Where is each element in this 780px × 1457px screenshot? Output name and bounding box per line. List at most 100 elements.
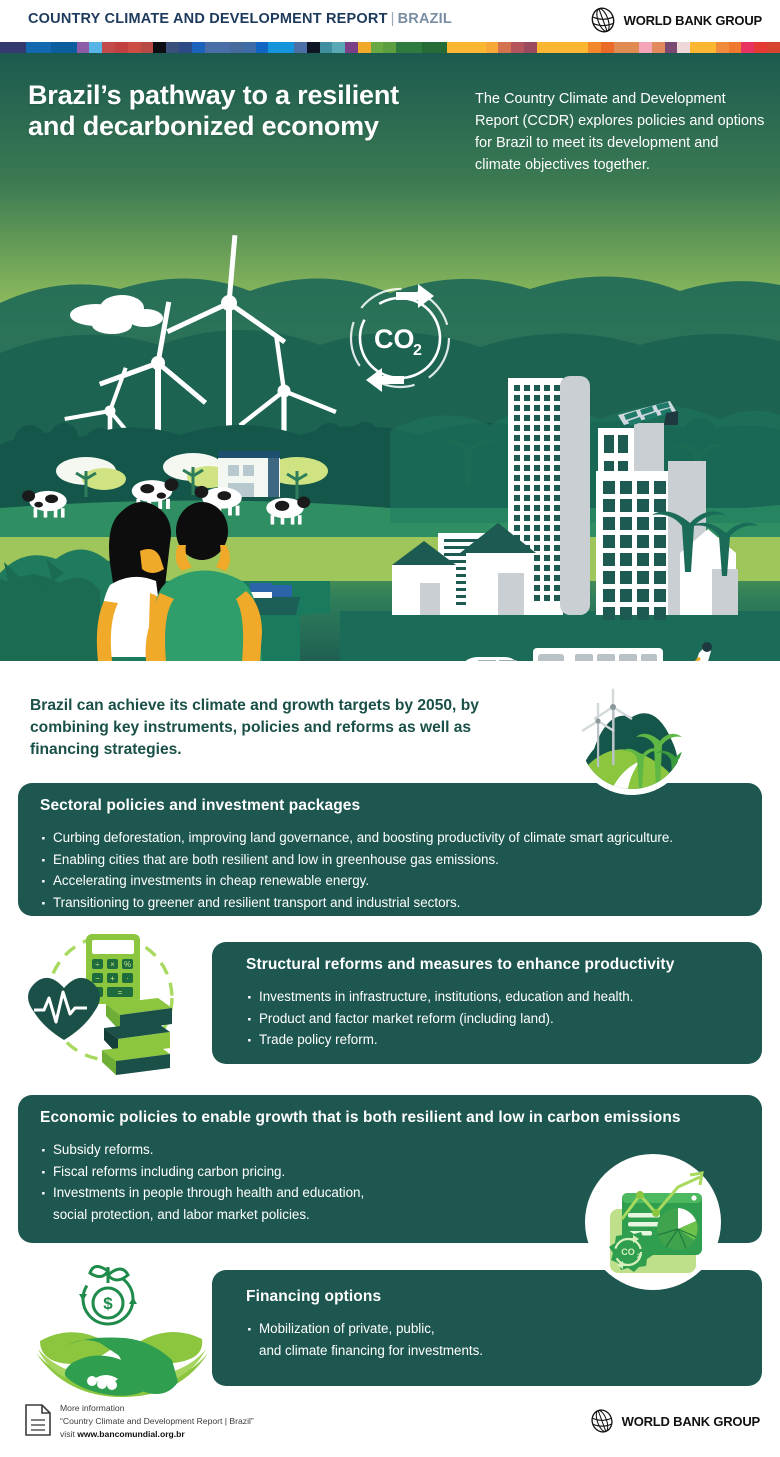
color-swatch	[562, 42, 576, 53]
page-header: COUNTRY CLIMATE AND DEVELOPMENT REPORT|B…	[0, 0, 780, 40]
footer-url[interactable]: www.bancomundial.org.br	[77, 1428, 185, 1439]
footer-line3: visit www.bancomundial.org.br	[60, 1428, 254, 1441]
card1-bullets: Curbing deforestation, improving land go…	[40, 825, 740, 917]
globe-icon	[591, 7, 615, 33]
city-illustration	[340, 376, 780, 661]
color-swatch	[715, 42, 729, 53]
list-item: Transitioning to greener and resilient t…	[40, 890, 740, 917]
card2-bullets: Investments in infrastructure, instituti…	[246, 984, 740, 1055]
color-swatch	[38, 42, 52, 53]
footer-text: More information “Country Climate and De…	[60, 1402, 254, 1441]
globe-icon	[591, 1409, 613, 1433]
color-swatch	[191, 42, 205, 53]
page-footer: More information “Country Climate and De…	[0, 1389, 780, 1457]
header-report-label: COUNTRY CLIMATE AND DEVELOPMENT REPORT	[28, 11, 388, 27]
color-swatch	[613, 42, 627, 53]
lead-statement: Brazil can achieve its climate and growt…	[30, 697, 479, 759]
color-swatch	[472, 42, 486, 53]
solar-panel-icon	[618, 401, 678, 426]
content-body: Brazil can achieve its climate and growt…	[0, 661, 780, 1457]
color-swatch	[127, 42, 141, 53]
color-swatch	[281, 42, 294, 53]
color-swatch	[498, 42, 512, 53]
list-item: Accelerating investments in cheap renewa…	[40, 868, 740, 895]
list-item: Fiscal reforms including carbon pricing.	[40, 1159, 740, 1186]
co2-cycle-icon: CO 2	[349, 284, 451, 392]
color-swatch	[651, 42, 665, 53]
list-item: Product and factor market reform (includ…	[246, 1006, 740, 1033]
list-item: Enabling cities that are both resilient …	[40, 847, 740, 874]
world-bank-logo-text: WORLD BANK GROUP	[623, 12, 763, 28]
header-separator: |	[390, 11, 395, 27]
color-swatch	[25, 42, 39, 53]
color-swatch	[639, 42, 652, 53]
color-swatch	[447, 42, 461, 53]
car-icon	[465, 657, 517, 661]
color-swatch	[306, 42, 320, 53]
list-item: Trade policy reform.	[246, 1027, 740, 1054]
color-swatch	[293, 42, 307, 53]
svg-text:$: $	[103, 1294, 113, 1313]
card4-title: Financing options	[246, 1288, 382, 1305]
color-swatch	[485, 42, 499, 53]
color-swatch	[766, 42, 780, 53]
couple-illustration	[0, 501, 262, 661]
color-swatch	[230, 42, 243, 53]
hero-scene-svg: CO 2	[0, 53, 780, 661]
svg-text:·: ·	[126, 974, 129, 983]
list-item: Investments in infrastructure, instituti…	[246, 984, 740, 1011]
color-swatch	[357, 42, 371, 53]
color-swatch	[690, 42, 703, 53]
card-structural-reforms: Structural reforms and measures to enhan…	[212, 942, 762, 1064]
card3-bullets: Subsidy reforms. Fiscal reforms includin…	[40, 1137, 740, 1226]
footer-logo-text: WORLD BANK GROUP	[621, 1413, 761, 1429]
chart-dashboard-co2-icon: CO 2	[578, 1147, 728, 1302]
color-swatch	[370, 42, 384, 53]
card4-bullets: Mobilization of private, public, and cli…	[246, 1316, 740, 1361]
list-item: Investments in people through health and…	[40, 1180, 740, 1225]
color-swatch	[76, 42, 90, 53]
color-swatch	[434, 42, 448, 53]
svg-text:CO: CO	[374, 324, 415, 354]
color-swatch	[178, 42, 192, 53]
svg-text:2: 2	[637, 1254, 641, 1260]
color-swatch	[702, 42, 716, 53]
card1-title: Sectoral policies and investment package…	[40, 797, 361, 814]
footer-world-bank-logo: WORLD BANK GROUP	[589, 1408, 760, 1434]
footer-visit-prefix: visit	[60, 1428, 78, 1439]
house-icon	[460, 523, 536, 615]
color-swatch	[115, 42, 128, 53]
svg-text:CO: CO	[621, 1247, 635, 1257]
color-swatch	[102, 42, 116, 53]
color-swatch	[741, 42, 755, 53]
world-bank-logo: WORLD BANK GROUP	[589, 6, 762, 34]
card2-title: Structural reforms and measures to enhan…	[246, 956, 675, 973]
hero-subtitle: The Country Climate and Development Repo…	[475, 91, 765, 174]
color-swatch	[728, 42, 742, 53]
color-swatch	[204, 42, 218, 53]
color-swatch	[409, 42, 422, 53]
color-swatch	[587, 42, 601, 53]
color-swatch	[600, 42, 614, 53]
list-item: Curbing deforestation, improving land go…	[40, 825, 740, 852]
svg-text:=: =	[118, 988, 123, 997]
color-swatch	[319, 42, 333, 53]
calculator-books-heart-icon: ÷×% −+· =	[24, 926, 214, 1081]
color-swatch	[536, 42, 550, 53]
brand-color-bar	[0, 42, 780, 53]
color-swatch	[754, 42, 767, 53]
color-swatch	[166, 42, 179, 53]
color-swatch	[345, 42, 358, 53]
color-swatch	[575, 42, 588, 53]
color-swatch	[268, 42, 282, 53]
house-icon	[392, 541, 456, 615]
color-swatch	[89, 42, 103, 53]
list-item: Subsidy reforms.	[40, 1137, 740, 1164]
cow-icon	[22, 478, 311, 525]
color-swatch	[63, 42, 77, 53]
bus-icon	[533, 648, 663, 661]
card-financing-options: Financing options Mobilization of privat…	[212, 1270, 762, 1386]
cloud-icon	[70, 295, 163, 334]
svg-text:−: −	[95, 974, 100, 983]
svg-text:÷: ÷	[95, 960, 100, 969]
